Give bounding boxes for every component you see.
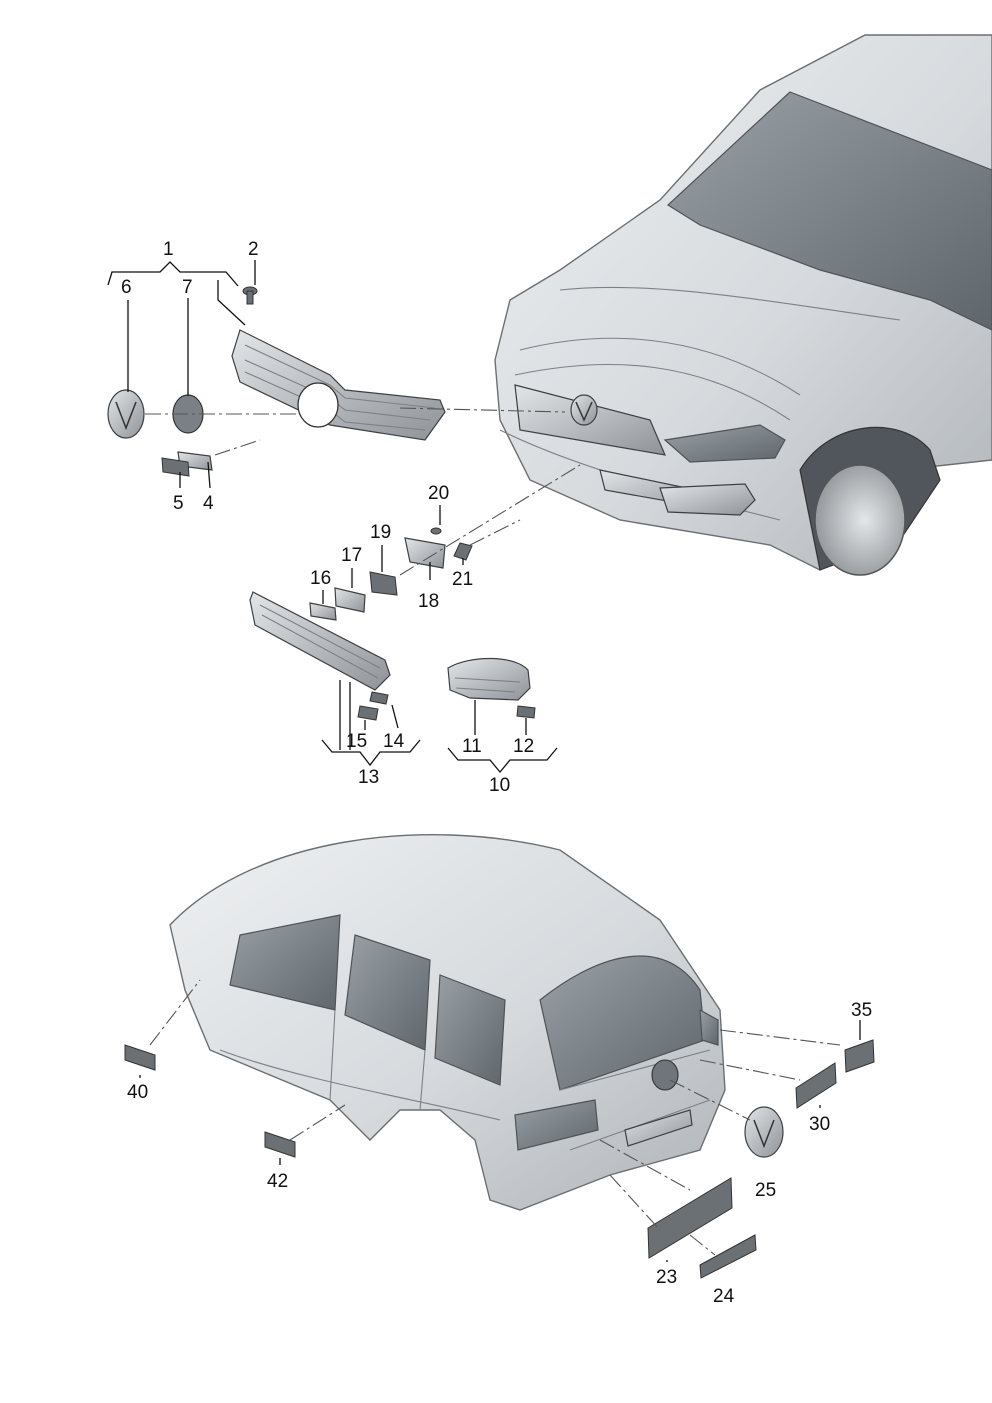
fog-lamp-area bbox=[659, 483, 756, 516]
callout-17: 17 bbox=[341, 545, 362, 566]
rear-nameplate-23 bbox=[647, 1177, 733, 1259]
callout-11: 11 bbox=[462, 736, 482, 757]
rear-nameplate-24 bbox=[699, 1234, 757, 1279]
callout-16: 16 bbox=[310, 568, 331, 589]
side-badge-40 bbox=[124, 1044, 156, 1071]
vw-badge-rear-part bbox=[744, 1106, 784, 1158]
callout-2: 2 bbox=[248, 239, 259, 260]
tail-light-right bbox=[699, 1008, 719, 1046]
callout-18: 18 bbox=[418, 591, 439, 612]
leader-lines bbox=[107, 260, 861, 1262]
small-clip-parts bbox=[357, 691, 389, 721]
plate-recess bbox=[624, 1109, 693, 1147]
callout-40: 40 bbox=[127, 1082, 148, 1103]
headlight bbox=[663, 424, 786, 463]
callout-15: 15 bbox=[346, 731, 367, 752]
front-car-illustration bbox=[494, 34, 992, 576]
windshield bbox=[667, 91, 992, 331]
callout-42: 42 bbox=[267, 1171, 288, 1192]
callout-25: 25 bbox=[755, 1180, 776, 1201]
callout-14: 14 bbox=[383, 731, 405, 752]
vw-emblem-front bbox=[570, 394, 598, 426]
side-badge-42 bbox=[264, 1131, 296, 1158]
clip-parts-4-5 bbox=[161, 451, 213, 477]
callout-10: 10 bbox=[489, 775, 510, 796]
side-window-2 bbox=[434, 974, 506, 1086]
callout-7: 7 bbox=[182, 277, 193, 298]
callout-23: 23 bbox=[656, 1267, 677, 1288]
front-wheel bbox=[814, 464, 906, 576]
callout-6: 6 bbox=[121, 277, 132, 298]
fog-lamp-grille-part bbox=[447, 657, 536, 719]
callout-21: 21 bbox=[452, 569, 473, 590]
callout-labels: 1 2 6 7 5 4 20 19 17 16 21 18 15 14 13 1… bbox=[121, 239, 872, 1307]
callout-13: 13 bbox=[358, 767, 379, 788]
sensor-bracket-parts bbox=[309, 527, 473, 621]
rear-vw-emblem bbox=[651, 1059, 679, 1091]
callout-20: 20 bbox=[428, 483, 449, 504]
vw-badge-part bbox=[107, 389, 145, 439]
callout-24: 24 bbox=[713, 1286, 735, 1307]
rear-badge-35 bbox=[844, 1039, 875, 1073]
rear-badge-30 bbox=[795, 1062, 837, 1109]
rear-car-illustration bbox=[169, 833, 726, 1211]
lower-grille-part bbox=[249, 591, 391, 691]
upper-grille-part bbox=[231, 329, 446, 441]
callout-5: 5 bbox=[173, 493, 184, 514]
callout-12: 12 bbox=[513, 736, 534, 757]
callout-35: 35 bbox=[851, 1000, 872, 1021]
rear-window bbox=[539, 955, 706, 1091]
dashed-assembly-lines bbox=[145, 407, 841, 1256]
rear-badge-parts bbox=[124, 1039, 875, 1279]
tail-light-left bbox=[514, 1099, 599, 1151]
callout-1: 1 bbox=[163, 239, 174, 260]
callout-4: 4 bbox=[203, 493, 214, 514]
callout-30: 30 bbox=[809, 1114, 830, 1135]
callout-19: 19 bbox=[370, 522, 391, 543]
bolt-part bbox=[242, 286, 258, 305]
